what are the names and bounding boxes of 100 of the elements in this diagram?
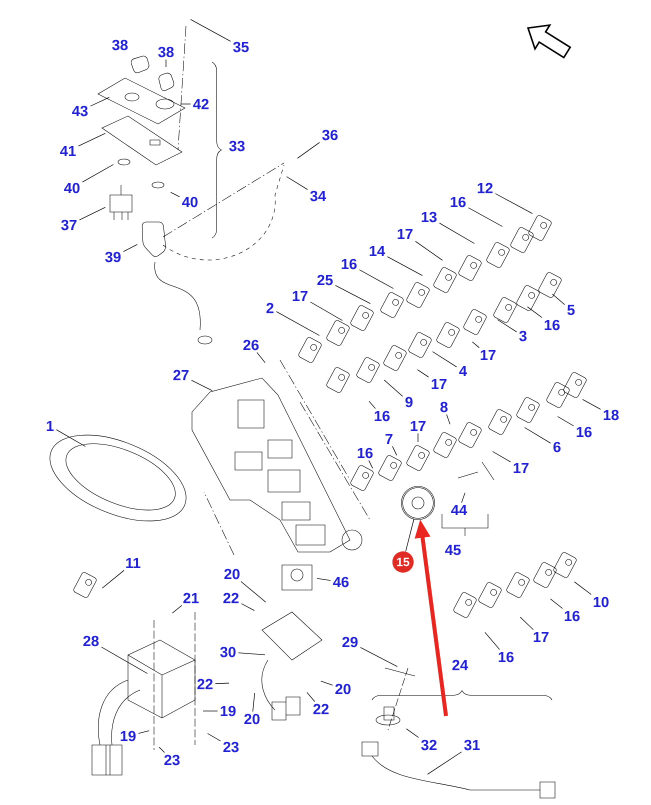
callout-number: 30 [220, 646, 236, 658]
callout-number: 6 [553, 442, 561, 452]
callout-number: 12 [478, 182, 493, 194]
leader-line [446, 414, 450, 425]
callout-number: 33 [229, 140, 245, 152]
callout-number: 22 [197, 678, 213, 690]
callout-number: 41 [60, 146, 76, 156]
callout-number: 20 [224, 568, 240, 580]
callout-number: 17 [398, 228, 412, 240]
callout-number: 42 [193, 98, 209, 110]
leader-line [392, 446, 398, 456]
leader-line [406, 728, 419, 738]
callout-number: 16 [564, 610, 580, 622]
leader-line [316, 578, 331, 581]
callout-number: 16 [498, 652, 514, 662]
callout-number: 23 [164, 754, 180, 766]
callout-number: 13 [422, 212, 437, 222]
leader-line [468, 207, 503, 227]
callout-number: 16 [374, 410, 390, 422]
callout-number: 17 [292, 290, 308, 302]
leader-line [405, 518, 414, 552]
callout-number: 32 [421, 740, 437, 750]
callout-number: 45 [445, 544, 461, 556]
callout-number: 19 [220, 706, 236, 716]
leader-line [484, 632, 500, 650]
leader-line [256, 352, 266, 364]
callout-number: 11 [126, 558, 140, 568]
callout-number: 5 [567, 304, 575, 316]
callout-number: 29 [342, 636, 358, 648]
leader-line [384, 380, 403, 397]
callout-number: 8 [440, 402, 448, 412]
callout-number: 43 [72, 106, 88, 116]
callout-number: 38 [158, 46, 174, 58]
leader-line [90, 96, 110, 106]
callout-number: 26 [243, 340, 259, 350]
leader-line [158, 746, 165, 753]
callout-number: 40 [182, 196, 198, 208]
leader-line [138, 730, 150, 734]
callout-number: 14 [370, 246, 386, 256]
leader-line [306, 692, 316, 702]
leader-line [359, 269, 394, 289]
callout-number: 17 [480, 350, 496, 360]
callout-number: 18 [604, 410, 619, 420]
leader-line [582, 399, 601, 410]
callout-number: 10 [594, 596, 609, 608]
callout-number: 22 [223, 592, 239, 604]
leader-line [497, 319, 517, 332]
callout-number: 17 [432, 378, 446, 390]
leader-line [190, 19, 231, 42]
callout-number: 17 [410, 420, 426, 432]
callout-number: 39 [105, 252, 121, 262]
callout-number: 38 [112, 40, 128, 50]
leader-line [297, 142, 320, 159]
leader-line [335, 285, 371, 304]
callout-number: 3 [519, 330, 527, 342]
leader-line [215, 682, 230, 684]
leader-line [472, 342, 480, 348]
callout-number: 27 [173, 370, 188, 380]
callout-number: 46 [333, 576, 349, 588]
leader-line [102, 570, 124, 588]
leader-line [310, 302, 343, 321]
callout-number: 16 [544, 320, 560, 330]
callout-number: 20 [335, 684, 351, 694]
leader-line [550, 598, 563, 609]
leader-line [286, 176, 308, 190]
leader-line [520, 616, 534, 630]
callout-number: 17 [514, 462, 528, 474]
leader-line [202, 710, 218, 712]
leader-line [78, 132, 106, 146]
leader-line [172, 605, 182, 614]
callout-number: 35 [233, 42, 249, 52]
leader-line [527, 306, 542, 318]
leader-line [238, 652, 266, 656]
callout-number: 20 [244, 714, 260, 724]
callout-number: 7 [386, 434, 392, 444]
leader-line [574, 581, 592, 595]
leader-line [241, 603, 255, 611]
leader-line [252, 692, 256, 712]
leader-line [427, 752, 462, 775]
callout-number: 1 [46, 420, 54, 432]
leader-line [368, 400, 376, 409]
leader-line [524, 427, 551, 444]
leader-line [320, 680, 333, 686]
leader-line [417, 369, 429, 378]
callout-number: 16 [576, 426, 592, 438]
callout-number: 21 [183, 592, 199, 604]
callout-number: 24 [452, 660, 468, 670]
callout-number: 4 [459, 366, 467, 376]
leader-line [557, 416, 574, 426]
callout-number: 37 [61, 220, 76, 230]
callout-badge: 15 [392, 551, 414, 573]
callout-number: 40 [64, 182, 80, 194]
leader-line [492, 451, 511, 462]
leader-line [387, 256, 423, 276]
callout-number: 22 [313, 704, 329, 714]
leader-line [461, 492, 466, 504]
leader-line [495, 193, 533, 214]
leader-line [276, 311, 320, 336]
callout-number: 28 [83, 636, 99, 646]
leader-line [415, 240, 443, 261]
